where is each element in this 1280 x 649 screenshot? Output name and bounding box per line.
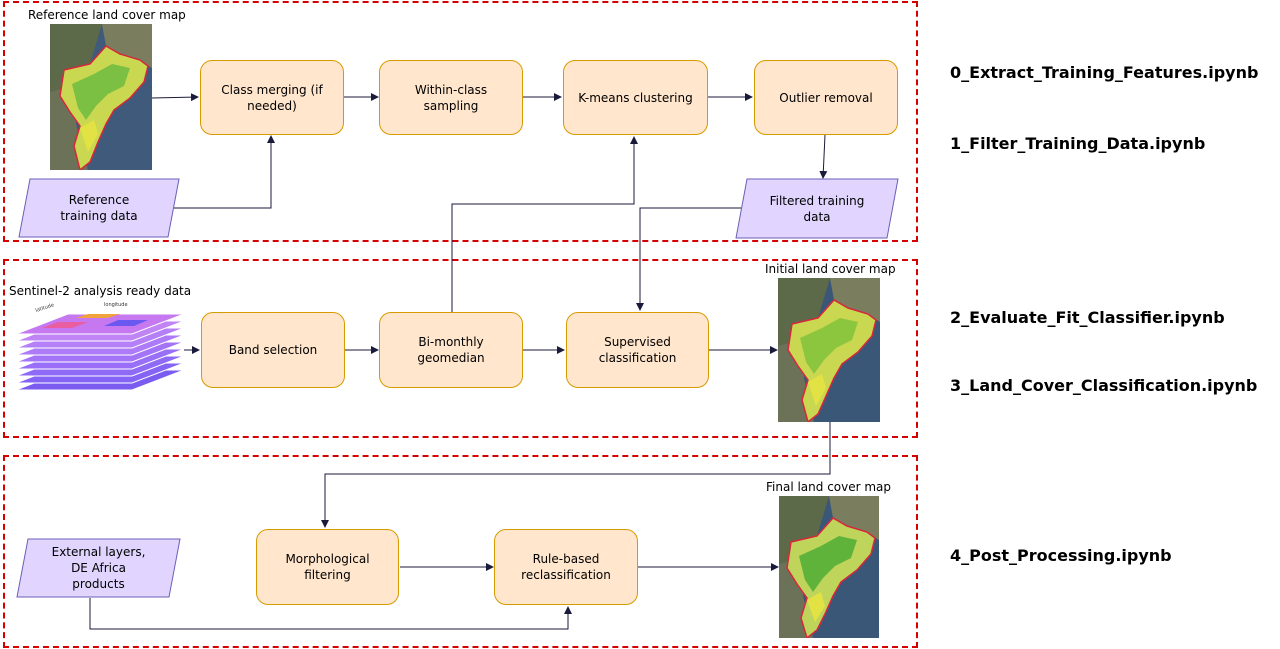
class-merging-box: Class merging (if needed) — [200, 60, 344, 135]
section-post-processing — [3, 455, 918, 648]
supervised-classification-box: Supervised classification — [566, 312, 709, 388]
data-cube-image: latitude longitude — [12, 298, 188, 398]
bimonthly-geomedian-box: Bi-monthly geomedian — [379, 312, 523, 388]
cube-longitude-label: longitude — [104, 302, 128, 308]
sentinel-label: Sentinel-2 analysis ready data — [9, 284, 192, 298]
initial-map-image — [778, 278, 880, 422]
initial-map-label: Initial land cover map — [765, 262, 896, 276]
reference-map-label: Reference land cover map — [28, 8, 186, 22]
section-classification — [3, 259, 918, 438]
final-map-label: Final land cover map — [766, 480, 892, 494]
kmeans-clustering-box: K-means clustering — [563, 60, 708, 135]
reference-training-data-input: Reference training data — [18, 178, 180, 238]
notebook-4-label: 4_Post_Processing.ipynb — [950, 546, 1172, 565]
external-layers-input: External layers, DE Africa products — [16, 538, 181, 598]
notebook-0-label: 0_Extract_Training_Features.ipynb — [950, 63, 1259, 82]
section-training — [3, 1, 918, 242]
notebook-2-label: 2_Evaluate_Fit_Classifier.ipynb — [950, 308, 1225, 327]
outlier-removal-box: Outlier removal — [754, 60, 898, 135]
external-layers-label: External layers, DE Africa products — [51, 545, 146, 591]
band-selection-box: Band selection — [201, 312, 345, 388]
reference-map-image — [50, 24, 152, 170]
reference-training-data-label: Reference training data — [60, 193, 138, 223]
morphological-filtering-box: Morphological filtering — [256, 529, 399, 605]
filtered-training-data-label: Filtered training data — [769, 193, 865, 224]
notebook-1-label: 1_Filter_Training_Data.ipynb — [950, 134, 1206, 153]
within-class-sampling-box: Within-class sampling — [379, 60, 523, 135]
final-map-image — [779, 496, 879, 638]
rule-based-reclassification-box: Rule-based reclassification — [494, 529, 638, 605]
cube-latitude-label: latitude — [35, 302, 55, 314]
notebook-3-label: 3_Land_Cover_Classification.ipynb — [950, 376, 1258, 395]
filtered-training-data-input: Filtered training data — [735, 178, 899, 239]
